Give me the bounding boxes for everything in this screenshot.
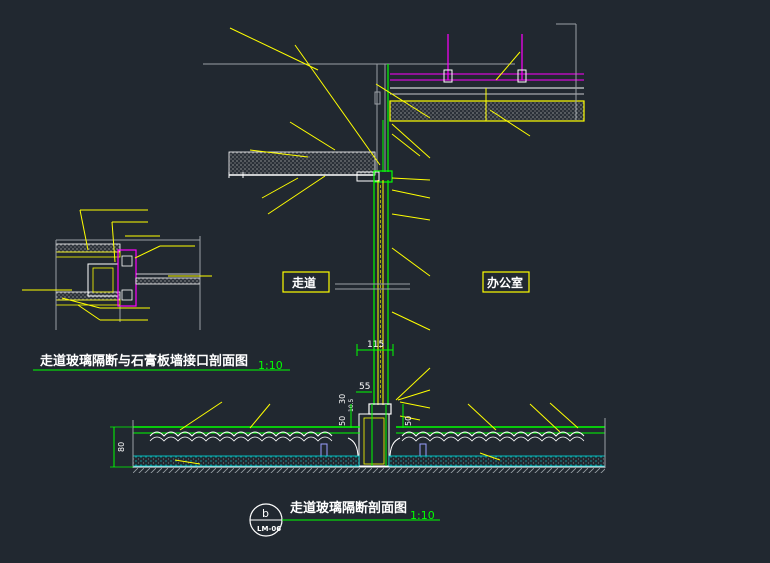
room-label-office: 办公室 — [482, 271, 530, 293]
detail-title-scale: 1:10 — [258, 359, 283, 372]
dim-base-50-left: 50 — [338, 416, 347, 426]
main-title-scale: 1:10 — [410, 509, 435, 522]
leader-lines — [22, 27, 579, 465]
dim-glass-width: 115 — [367, 340, 384, 350]
ceiling-structure — [203, 23, 585, 182]
dim-base-50-right: 50 — [404, 416, 413, 426]
main-title: 走道玻璃隔断剖面图 — [290, 500, 407, 516]
room-label-office-text: 办公室 — [487, 275, 523, 290]
dim-floor-height: 80 — [117, 442, 126, 452]
dimensions: 115 55 50 30 10.5 50 80 — [110, 340, 413, 468]
glass-partition — [335, 64, 410, 467]
section-callout-letter: b — [262, 507, 269, 520]
main-title-block: b LM-06 走道玻璃隔断剖面图 1:10 — [249, 500, 440, 537]
room-label-corridor-text: 走道 — [292, 275, 316, 290]
dim-frame-width: 55 — [359, 382, 370, 392]
detail-title: 走道玻璃隔断与石膏板墙接口剖面图 — [40, 353, 248, 369]
detail-title-block: 走道玻璃隔断与石膏板墙接口剖面图 1:10 — [33, 353, 290, 372]
floor-section — [132, 418, 606, 473]
dim-base-30: 30 — [338, 394, 347, 404]
junction-detail — [55, 236, 201, 330]
section-callout-sheet: LM-06 — [257, 525, 281, 533]
room-label-corridor: 走道 — [282, 271, 330, 293]
